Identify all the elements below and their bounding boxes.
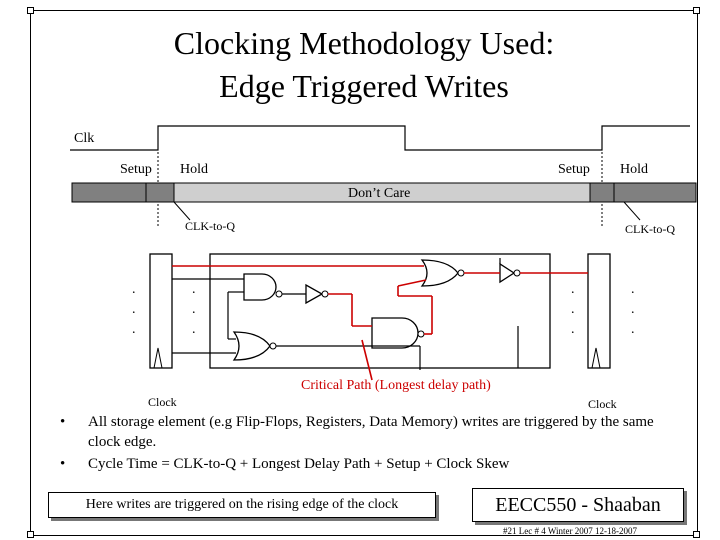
- dots-left-outer-2: .: [132, 302, 136, 317]
- note-box: Here writes are triggered on the rising …: [48, 492, 436, 518]
- dots-left-inner-3: .: [192, 322, 196, 337]
- clk-to-q-label-2: CLK-to-Q: [625, 222, 675, 236]
- left-register: [149, 253, 173, 369]
- bullet-marker-2: •: [60, 456, 66, 472]
- clk-to-q-label-1: CLK-to-Q: [185, 219, 235, 233]
- dots-right-inner-1: .: [571, 282, 575, 297]
- dots-left-outer-3: .: [132, 322, 136, 337]
- left-register-clock-triangle: [153, 347, 163, 369]
- slide-title-line1: Clocking Methodology Used:: [173, 25, 555, 61]
- data-hold-right: [613, 182, 697, 203]
- frame-corner-br: [693, 531, 700, 538]
- clock-label-right: Clock: [588, 397, 617, 411]
- right-register: [587, 253, 611, 369]
- and-gate-2: [371, 317, 419, 349]
- or-gate-2: [420, 259, 459, 287]
- not-gate-2-bubble: [513, 269, 521, 277]
- data-valid-right: [589, 182, 615, 203]
- data-valid-left: [71, 182, 147, 203]
- setup-label-2: Setup: [558, 162, 590, 177]
- or-gate-1-bubble: [269, 342, 277, 350]
- dots-left-inner-2: .: [192, 302, 196, 317]
- or-gate-1: [232, 331, 271, 361]
- right-register-clock-triangle: [591, 347, 601, 369]
- and-gate-1-bubble: [275, 290, 283, 298]
- and-gate-2-bubble: [417, 330, 425, 338]
- bullet-list: • All storage element (e.g Flip-Flops, R…: [60, 412, 680, 476]
- slide-title-line2: Edge Triggered Writes: [219, 68, 509, 104]
- frame-corner-tr: [693, 7, 700, 14]
- clk-label: Clk: [74, 131, 95, 146]
- course-brand: EECC550 - Shaaban: [472, 488, 684, 522]
- dots-right-outer-3: .: [631, 322, 635, 337]
- and-gate-1: [243, 273, 277, 301]
- clk-to-q-marker-2: [623, 201, 641, 221]
- dots-right-inner-2: .: [571, 302, 575, 317]
- critical-path-label: Critical Path (Longest delay path): [301, 378, 491, 393]
- bullet-item-2: • Cycle Time = CLK-to-Q + Longest Delay …: [60, 454, 680, 474]
- or-gate-2-bubble: [457, 269, 465, 277]
- slide-footer: #21 Lec # 4 Winter 2007 12-18-2007: [503, 526, 637, 536]
- clk-to-q-marker-1: [173, 201, 191, 221]
- frame-corner-bl: [27, 531, 34, 538]
- dont-care-label: Don’t Care: [348, 186, 411, 201]
- frame-corner-tl: [27, 7, 34, 14]
- dots-right-outer-1: .: [631, 282, 635, 297]
- bullet-marker-1: •: [60, 414, 66, 430]
- dots-right-outer-2: .: [631, 302, 635, 317]
- setup-label-1: Setup: [120, 162, 152, 177]
- dots-left-inner-1: .: [192, 282, 196, 297]
- dots-right-inner-3: .: [571, 322, 575, 337]
- slide-frame: [30, 10, 698, 536]
- clk-waveform: [70, 125, 690, 151]
- data-hold-left: [145, 182, 175, 203]
- hold-label-2: Hold: [620, 162, 648, 177]
- bullet-text-2: Cycle Time = CLK-to-Q + Longest Delay Pa…: [88, 456, 510, 472]
- hold-label-1: Hold: [180, 162, 208, 177]
- dots-left-outer-1: .: [132, 282, 136, 297]
- wires: [172, 258, 519, 370]
- clock-label-left: Clock: [148, 395, 177, 409]
- not-gate-1-bubble: [321, 290, 329, 298]
- bullet-text-1: All storage element (e.g Flip-Flops, Reg…: [88, 414, 654, 450]
- critical-path: [172, 265, 588, 381]
- bullet-item-1: • All storage element (e.g Flip-Flops, R…: [60, 412, 680, 452]
